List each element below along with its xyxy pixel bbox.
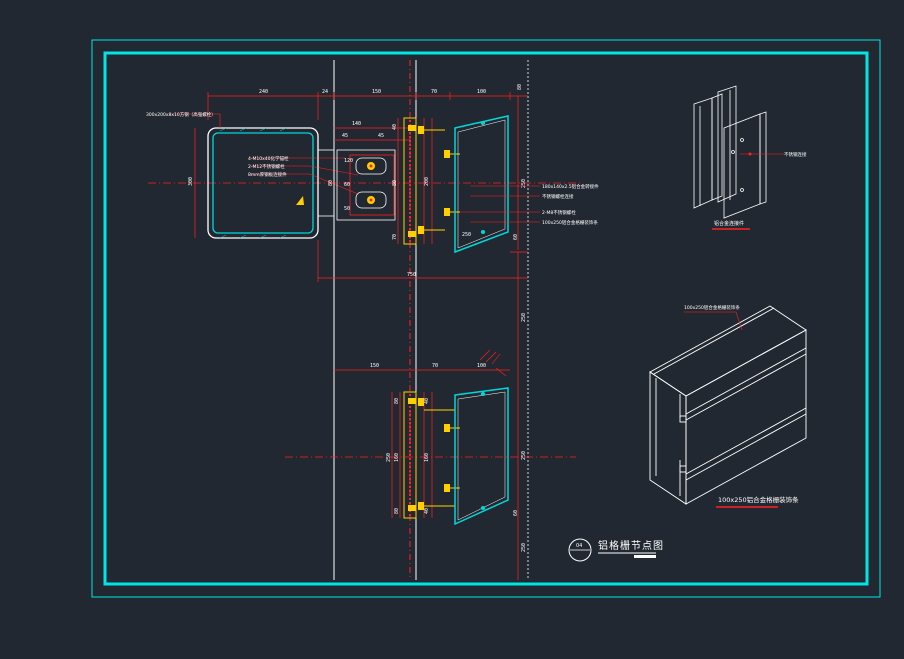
dim-top-6: 80 <box>517 84 523 90</box>
dim-inner-2: 60 <box>344 182 350 188</box>
dim-b-right-3: 250 <box>521 543 527 552</box>
dim-b-top-1: 150 <box>370 363 379 369</box>
dim-mid-2: 45 <box>342 133 348 139</box>
outer-frame <box>91 39 881 598</box>
aluminum-louver-profile-bottom <box>454 387 509 526</box>
dim-top-4: 70 <box>431 89 437 95</box>
dim-b-right-2: 60 <box>513 510 519 516</box>
note-left-3: 2-M12不锈钢螺栓 <box>248 163 285 170</box>
steel-tube-inner <box>212 132 314 234</box>
dim-middle-span: 250 <box>521 313 527 322</box>
iso-small-note: 不锈钢连接 <box>784 151 807 158</box>
dim-top-5: 100 <box>477 89 486 95</box>
aluminum-bracket <box>403 117 417 245</box>
dim-b-side-7: 40 <box>424 508 430 514</box>
section-top: 240 24 150 70 100 80 140 45 45 300 3 <box>146 84 599 282</box>
dim-b-side-6: 160 <box>424 453 430 462</box>
dim-inner-11: 60 <box>513 234 519 240</box>
section-bottom: 150 70 100 80 250 160 80 40 160 40 <box>285 349 576 580</box>
note-right-2: 不锈钢螺栓连接 <box>542 193 574 200</box>
dim-b-right-1: 250 <box>521 451 527 460</box>
title-text: 铝格栅节点图 <box>598 539 664 552</box>
dim-b-side-2: 250 <box>386 453 392 462</box>
base-plate <box>317 149 335 217</box>
dim-inner-5: 40 <box>392 124 398 130</box>
dim-b-side-1: 80 <box>394 398 400 404</box>
inner-frame <box>103 51 869 586</box>
note-right-1: 180x140x2.5铝合金转接件 <box>542 183 599 190</box>
title-tag: 04 <box>576 543 582 549</box>
note-left-1: 300x200x8x10方钢（高强螺栓） <box>146 111 216 118</box>
dim-inner-9: 250 <box>462 232 471 238</box>
dim-b-side-3: 160 <box>394 453 400 462</box>
dim-top-2: 24 <box>322 89 328 95</box>
dim-bottom-1: 750 <box>407 272 416 278</box>
dim-inner-8: 200 <box>424 177 430 186</box>
drawing-title: 04 铝格栅节点图 <box>568 538 664 562</box>
dim-b-side-5: 40 <box>424 398 430 404</box>
note-right-4: 100x250铝合金格栅装饰条 <box>542 219 598 226</box>
level-marker-icon <box>296 196 304 205</box>
iso-connector-small <box>693 85 767 219</box>
iso-small-caption: 铝合金连接件 <box>714 220 744 227</box>
dim-inner-10: 250 <box>521 179 527 188</box>
iso-large-caption: 100x250铝合金格栅装饰条 <box>718 495 799 504</box>
dim-mid-3: 45 <box>378 133 384 139</box>
dim-mid-1: 140 <box>352 121 361 127</box>
dim-inner-4: 80 <box>328 180 334 186</box>
dim-top-3: 150 <box>372 89 381 95</box>
title-bubble-icon <box>568 538 592 562</box>
iso-large-note: 100x250铝合金格栅装饰条 <box>684 304 740 311</box>
anchor-bolt-zone <box>349 154 395 216</box>
aluminum-louver-profile <box>454 115 509 254</box>
aluminum-bracket-bottom <box>403 391 417 519</box>
dim-inner-7: 70 <box>392 234 398 240</box>
dim-inner-3: 50 <box>344 206 350 212</box>
dim-inner-6: 80 <box>392 180 398 186</box>
note-left-2: 4-M10x40化学锚栓 <box>248 155 289 162</box>
note-left-4: 8mm厚钢板连接件 <box>248 171 287 178</box>
dim-inner-1: 120 <box>344 158 353 164</box>
anchor-plate <box>336 149 396 221</box>
dim-b-side-4: 80 <box>394 508 400 514</box>
note-right-3: 2-M8不锈钢螺栓 <box>542 209 576 216</box>
dim-b-top-3: 100 <box>477 363 486 369</box>
dim-b-top-2: 70 <box>432 363 438 369</box>
iso-louver-large <box>649 305 807 505</box>
dim-left-1: 300 <box>188 177 194 186</box>
dim-top-1: 240 <box>259 89 268 95</box>
